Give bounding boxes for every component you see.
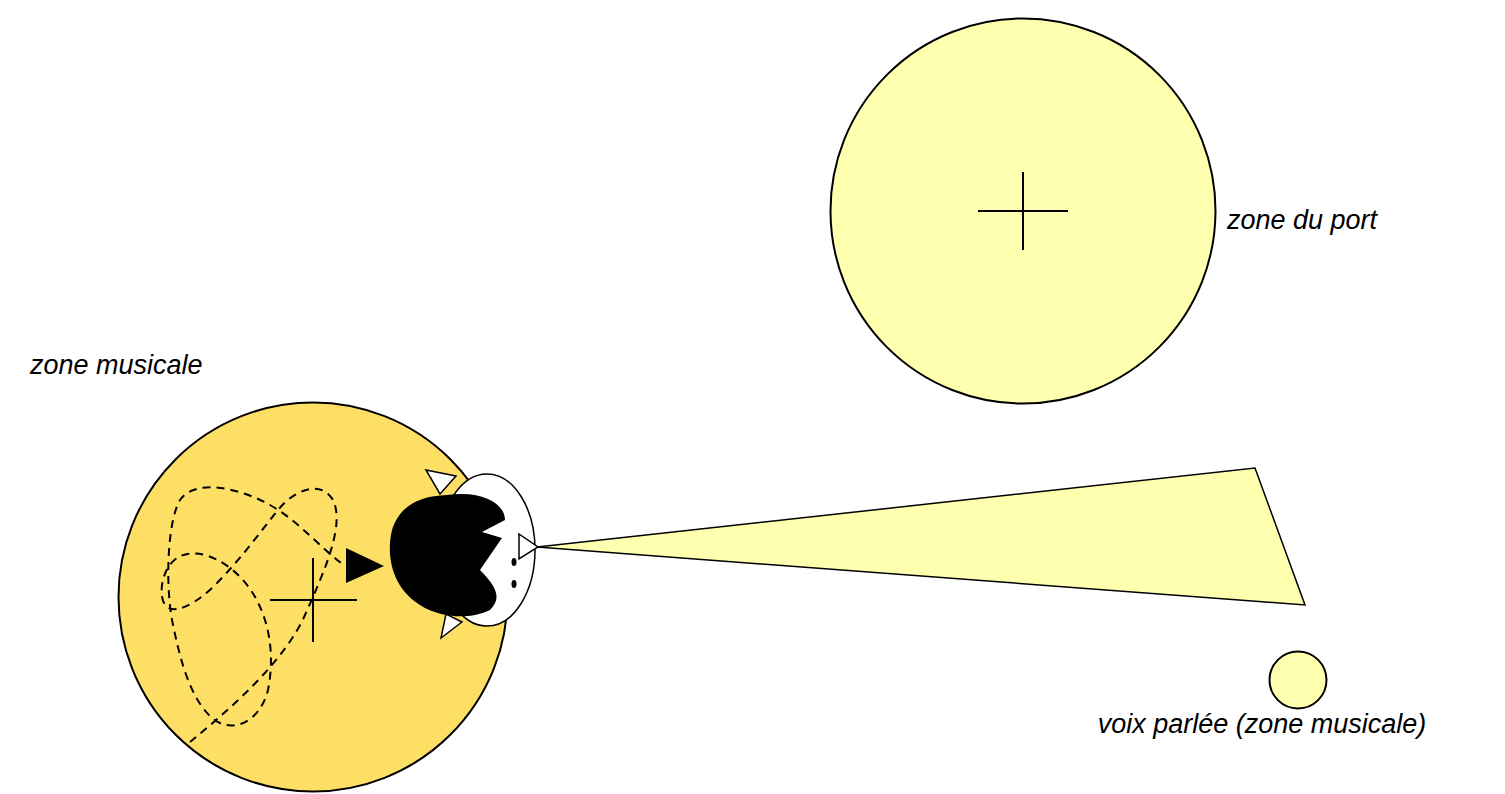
circle-outline — [117, 401, 509, 793]
voice-cone — [537, 468, 1305, 605]
circle-outline — [829, 17, 1217, 405]
zone-label: zone musicale — [30, 349, 203, 381]
zone-label-holder: zone musicale — [30, 349, 203, 381]
zone-label-holder: voix parlée (zone musicale) — [1098, 708, 1427, 740]
spoken-voice-circle: voix parlée (zone musicale) — [1268, 650, 1328, 710]
zone-label-holder: zone du port — [1227, 204, 1377, 236]
circle-outline — [1268, 650, 1328, 710]
circle-shape — [119, 403, 508, 792]
circle-shape — [1270, 652, 1327, 709]
music-zone-circle: zone musicale — [117, 401, 509, 793]
zone-label: voix parlée (zone musicale) — [1098, 708, 1427, 740]
circle-shape — [831, 19, 1216, 404]
zone-label: zone du port — [1227, 204, 1377, 236]
port-zone-circle: zone du port — [829, 17, 1217, 405]
